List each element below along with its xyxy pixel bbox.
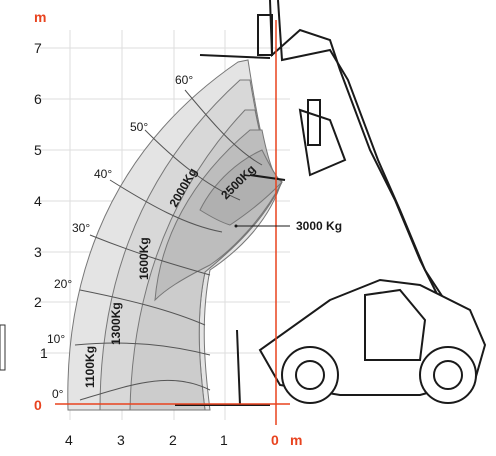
- angle-40: 40°: [94, 167, 112, 181]
- y-axis: m 7 6 5 4 3 2 1 0: [34, 9, 48, 413]
- y-tick: 4: [34, 193, 42, 209]
- angle-60: 60°: [175, 73, 193, 87]
- y-tick: 2: [34, 294, 42, 310]
- y-tick: 5: [34, 142, 42, 158]
- load-1100: 1100Kg: [83, 346, 97, 388]
- left-edge-artifact: [0, 324, 6, 371]
- angle-10: 10°: [47, 332, 65, 346]
- y-tick-zero: 0: [34, 397, 42, 413]
- x-tick: 1: [220, 432, 228, 448]
- load-1300: 1300Kg: [109, 302, 123, 345]
- telehandler: [175, 0, 487, 406]
- x-tick: 2: [169, 432, 177, 448]
- angle-0: 0°: [52, 387, 64, 401]
- y-tick: 3: [34, 244, 42, 260]
- x-tick: 3: [117, 432, 125, 448]
- angle-20: 20°: [54, 277, 72, 291]
- zero-lines: [55, 20, 290, 425]
- y-unit-label: m: [34, 9, 46, 25]
- load-zones: [67, 59, 283, 411]
- x-tick-zero: 0: [271, 432, 279, 448]
- y-tick: 6: [34, 91, 42, 107]
- angle-30: 30°: [72, 221, 90, 235]
- x-tick: 4: [65, 432, 73, 448]
- angle-50: 50°: [130, 120, 148, 134]
- x-axis: 4 3 2 1 0 m: [65, 432, 302, 448]
- y-tick: 1: [40, 345, 48, 361]
- load-1600: 1600Kg: [137, 237, 151, 280]
- y-tick: 7: [34, 40, 42, 56]
- angle-rays: [74, 89, 263, 401]
- x-unit-label: m: [290, 432, 302, 448]
- load-3000: 3000 Kg: [296, 219, 342, 233]
- zone-2500: [199, 149, 283, 226]
- angle-labels: 60° 50° 40° 30° 20° 10° 0°: [47, 73, 193, 401]
